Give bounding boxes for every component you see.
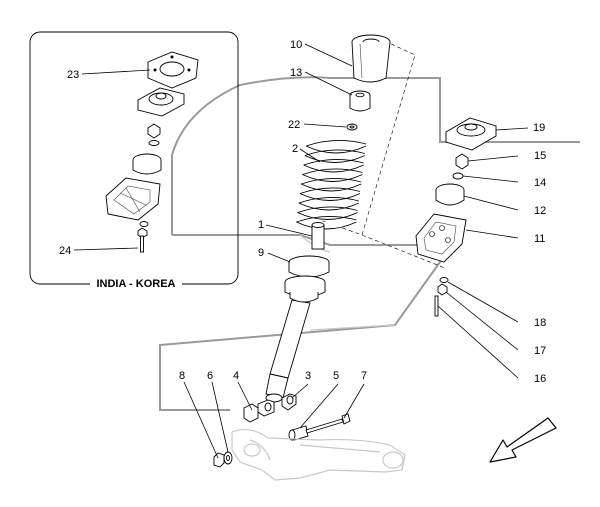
inset-panel: INDIA - KOREA [29,31,239,290]
callout-7: 7 [361,370,367,382]
inset-nut [147,123,161,146]
rubber-mount-12 [435,183,465,206]
nut-17 [437,283,448,296]
callout-12: 12 [534,205,546,217]
inset-bolt [137,227,148,253]
spring-coil-back [298,197,359,204]
spring-seat-plate-11 [415,213,467,263]
callout-13: 13 [290,67,302,79]
sleeve-5 [288,425,309,441]
inset-washer [139,221,149,227]
washer-6 [223,451,233,465]
spring-coil-back [304,149,365,156]
washer-14 [452,172,464,180]
spring-coil-back [299,187,361,194]
inset-rubber-mount [132,153,162,175]
callout-3: 3 [305,370,311,382]
callout-4: 4 [233,370,239,382]
bushing-4 [243,399,275,423]
spring-coil [296,221,357,230]
washer-18 [439,277,449,283]
callout-24: 24 [59,245,71,257]
callout-2: 2 [292,143,298,155]
spring-coil-back [296,216,357,223]
nut-8 [213,452,225,468]
callout-5: 5 [333,370,339,382]
long-bolt-7 [305,413,351,434]
spring-coil-back [305,140,367,147]
leader-lines [183,43,529,459]
callout-18: 18 [534,317,546,329]
callout-6: 6 [207,370,213,382]
callout-9: 9 [258,247,264,259]
inset-spring-seat [105,177,161,221]
vehicle-silhouette [159,76,580,411]
washer-22 [346,123,358,131]
lower-arm [231,428,406,481]
dashed-guide [319,34,446,269]
spring-coil-back [302,168,363,175]
arrow-icon [489,417,557,463]
callout-15: 15 [534,150,546,162]
shock-absorber [265,222,325,403]
bump-stop [349,90,371,112]
coil-spring [296,140,367,230]
inset-mount-plate [147,51,199,89]
lower-spring-seat [284,255,330,303]
top-mount [445,117,497,151]
callout-labels: 10 13 22 2 1 9 19 15 14 12 11 18 17 16 8… [179,39,546,385]
dust-boot [351,34,391,83]
callout-14: 14 [534,177,546,189]
callout-16: 16 [534,373,546,385]
spring-coil-back [303,159,364,166]
callout-22: 22 [288,119,300,131]
inset-top-mount [137,87,185,117]
callout-1: 1 [258,219,264,231]
callout-8: 8 [179,370,185,382]
callout-10: 10 [290,39,302,51]
spring-coil-back [301,178,362,185]
inset-title: INDIA - KOREA [96,278,175,290]
callout-17: 17 [534,345,546,357]
callout-11: 11 [534,233,545,245]
callout-19: 19 [533,122,545,134]
bolt-16 [434,295,439,317]
nut-15 [455,153,469,170]
callout-23: 23 [67,69,79,81]
spring-coil-back [297,206,358,213]
